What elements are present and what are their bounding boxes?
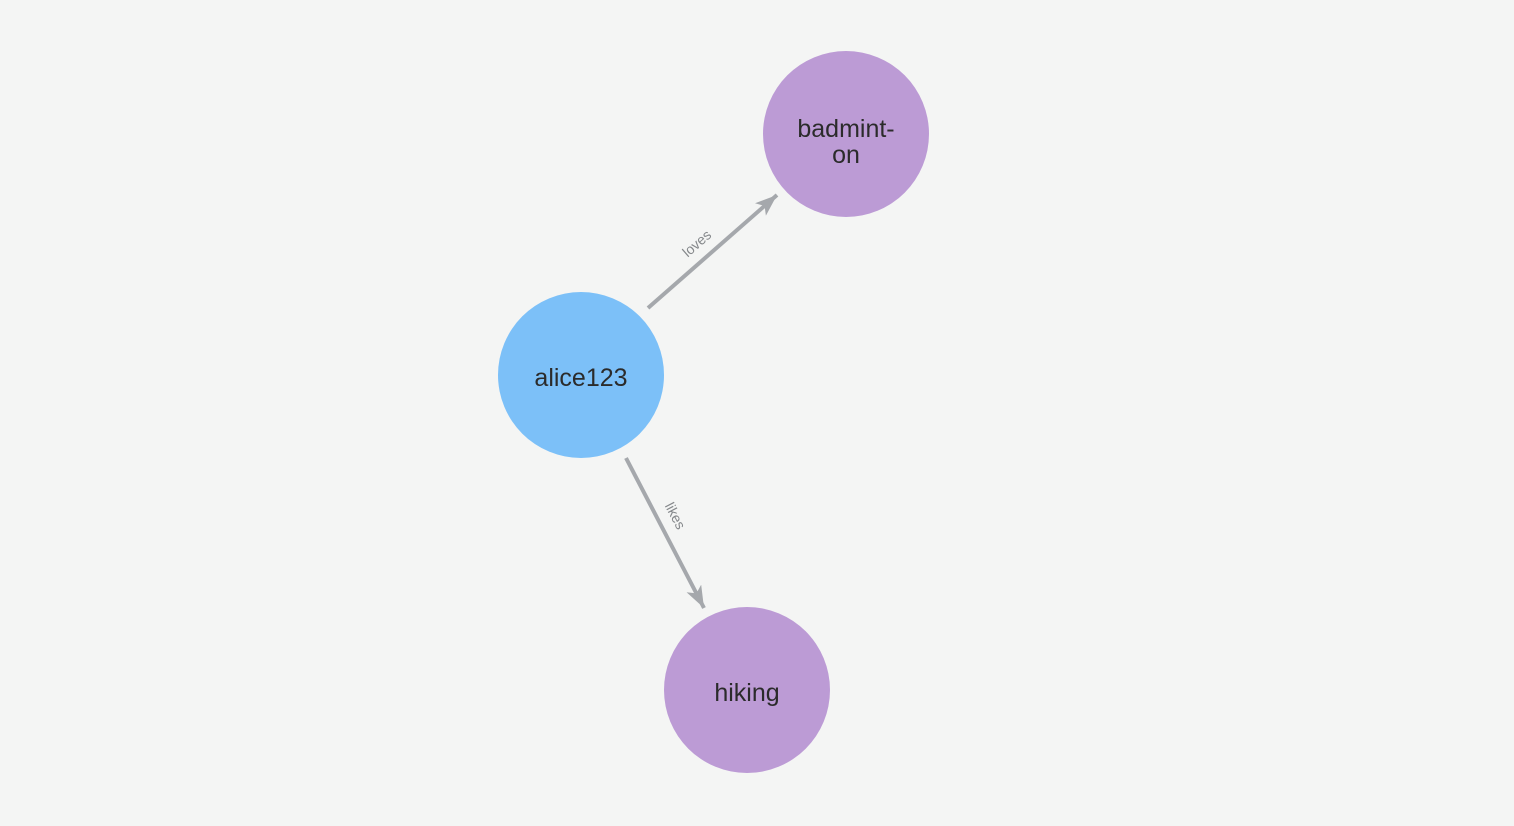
graph-node-badminton[interactable]: badmint- on bbox=[763, 51, 929, 217]
node-circle-badminton[interactable] bbox=[763, 51, 929, 217]
node-circle-hiking[interactable] bbox=[664, 607, 830, 773]
graph-node-hiking[interactable]: hiking bbox=[664, 607, 830, 773]
node-label-alice123: alice123 bbox=[534, 364, 627, 392]
node-circle-alice123[interactable] bbox=[498, 292, 664, 458]
edge-line-loves[interactable] bbox=[646, 193, 779, 310]
node-label-badminton-line2: on bbox=[832, 141, 860, 169]
graph-edge-loves[interactable]: loves bbox=[646, 193, 779, 310]
graph-node-alice123[interactable]: alice123 bbox=[498, 292, 664, 458]
edge-label-likes[interactable]: likes bbox=[662, 500, 689, 532]
node-label-hiking: hiking bbox=[714, 679, 779, 707]
node-label-badminton-line1: badmint- bbox=[797, 115, 894, 143]
graph-edge-likes[interactable]: likes bbox=[624, 457, 706, 609]
edge-line-likes[interactable] bbox=[624, 457, 706, 609]
